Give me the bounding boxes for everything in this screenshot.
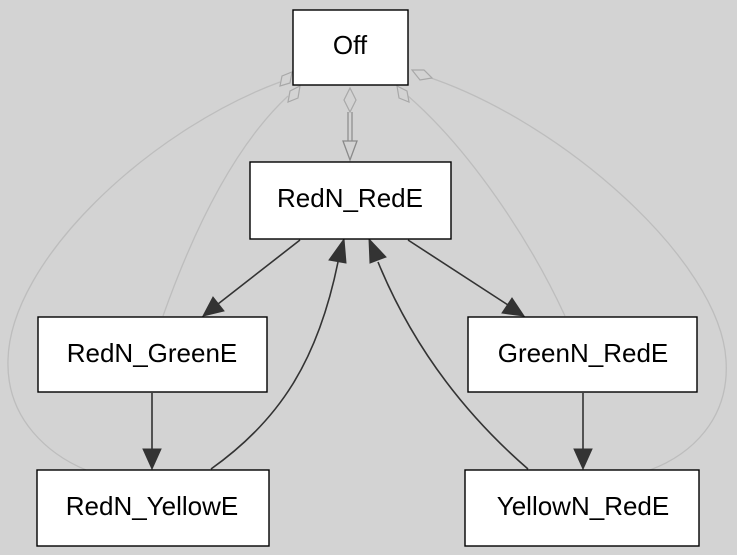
edge-off-to-yellownrede xyxy=(424,75,727,471)
arrowhead-rednyellowe xyxy=(142,448,162,471)
node-off[interactable]: Off xyxy=(292,9,409,86)
edge-diamond-off-rednyellowe xyxy=(279,71,293,87)
edge-rednrede-to-greennrede xyxy=(407,239,509,306)
node-redngreene-label: RedN_GreenE xyxy=(67,338,238,368)
initial-edge xyxy=(342,86,358,162)
containment-edges xyxy=(7,69,727,471)
edge-off-to-redngreene xyxy=(162,95,289,317)
edge-diamond-off-greennrede xyxy=(396,84,410,103)
node-rednrede-label: RedN_RedE xyxy=(277,183,423,213)
node-greennrede[interactable]: GreenN_RedE xyxy=(467,316,698,393)
edge-off-to-rednyellowe xyxy=(7,81,281,471)
node-off-label: Off xyxy=(333,30,368,60)
arrowhead-rednrede-from-left xyxy=(328,237,347,264)
initial-edge-arrowhead xyxy=(342,140,358,162)
edge-rednrede-to-redngreene xyxy=(217,239,301,305)
arrowhead-greennrede xyxy=(501,297,526,317)
node-redngreene[interactable]: RedN_GreenE xyxy=(37,316,268,393)
arrowhead-rednrede-from-right xyxy=(368,237,387,264)
edge-diamond-off-redngreene xyxy=(287,84,301,103)
edge-yellownrede-to-rednrede xyxy=(377,261,529,470)
edge-rednyellowe-to-rednrede xyxy=(210,261,339,470)
node-yellownrede-label: YellowN_RedE xyxy=(497,491,669,521)
arrowhead-yellownrede xyxy=(573,448,593,471)
transition-edges xyxy=(142,237,593,471)
node-greennrede-label: GreenN_RedE xyxy=(498,338,669,368)
edge-off-to-greennrede xyxy=(407,95,566,317)
edge-diamond-off-yellownrede xyxy=(410,69,434,81)
node-rednyellowe[interactable]: RedN_YellowE xyxy=(36,469,270,547)
node-rednyellowe-label: RedN_YellowE xyxy=(66,491,238,521)
arrowhead-redngreene xyxy=(202,296,225,317)
node-rednrede[interactable]: RedN_RedE xyxy=(249,161,452,240)
node-yellownrede[interactable]: YellowN_RedE xyxy=(464,469,700,547)
initial-edge-diamond xyxy=(343,86,357,114)
